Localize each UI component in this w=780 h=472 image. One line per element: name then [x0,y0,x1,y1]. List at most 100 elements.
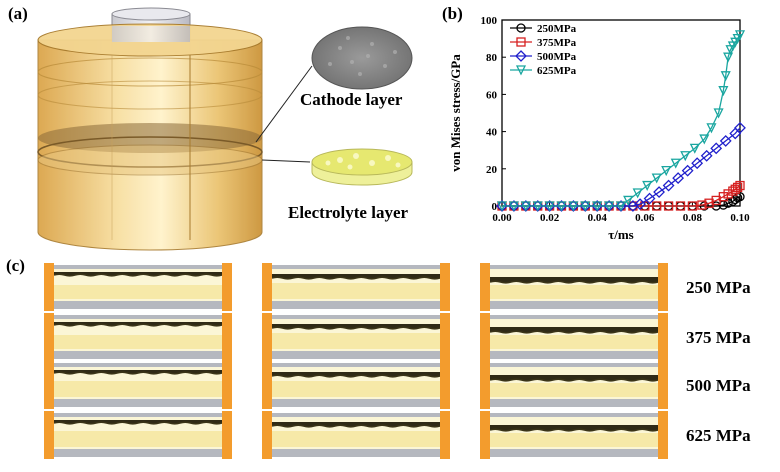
interface-boundary [53,421,223,425]
data-point [689,143,700,154]
top-current-collector [54,315,222,319]
y-tick-label: 40 [486,127,498,139]
compacted-electrolyte [490,383,658,397]
cathode-layer [490,375,658,380]
panel-a-illustration: (a) Cathode layer Electrolyte layer [8,4,413,251]
top-current-collector [272,413,440,417]
interface-boundary [489,280,659,284]
cell-schematic [262,313,450,361]
data-point [710,142,723,155]
y-tick-label: 0 [492,201,498,213]
right-mold-wall [658,263,668,311]
data-point [662,179,675,192]
cathode-layer [490,277,658,282]
legend-entry: 500MPa [537,51,577,63]
compacted-electrolyte [272,381,440,397]
x-axis-label: τ/ms [608,227,634,242]
panel-c-label: (c) [6,256,25,275]
bottom-current-collector [54,301,222,309]
interface-boundary [489,330,659,334]
data-point [699,201,709,211]
top-current-collector [272,315,440,319]
right-mold-wall [222,263,232,311]
data-point [723,198,733,208]
panel-a-label: (a) [8,4,28,23]
data-point [680,151,691,162]
data-point [704,198,714,208]
top-current-collector [54,363,222,367]
data-point [734,121,746,134]
right-mold-wall [222,313,232,361]
interface-boundary [271,326,441,330]
cell-schematic [480,361,668,409]
cell-schematic [44,411,232,459]
right-mold-wall [222,411,232,459]
x-tick-label: 0.10 [730,212,750,224]
legend-entry: 375MPa [537,37,577,49]
compacted-electrolyte [272,283,440,299]
bottom-current-collector [54,449,222,457]
pressure-label: 375 MPa [686,328,751,347]
top-current-collector [54,413,222,417]
data-point [520,201,531,212]
data-point [556,201,567,212]
pressure-label: 250 MPa [686,278,751,297]
interface-boundary [489,428,659,432]
interface-boundary [53,273,223,277]
right-mold-wall [440,263,450,311]
electrolyte-layer-label: Electrolyte layer [288,203,409,222]
bottom-current-collector [272,399,440,407]
data-point [711,201,721,211]
interface-boundary [53,323,223,327]
data-point [643,192,656,205]
top-current-collector [490,315,658,319]
left-mold-wall [262,313,272,361]
compacted-electrolyte [54,285,222,299]
data-point [661,166,672,177]
data-point [532,201,543,212]
cathode-layer [490,327,658,332]
right-mold-wall [658,313,668,361]
compacted-electrolyte [272,333,440,349]
left-mold-wall [44,313,54,361]
cell-schematic [480,411,668,459]
y-tick-label: 80 [486,52,498,64]
data-point [718,86,729,97]
cathode-layer [54,322,222,325]
data-point [681,164,694,177]
compacted-electrolyte [490,335,658,349]
data-point [634,198,646,211]
legend-entry: 625MPa [537,65,577,77]
left-mold-wall [480,263,490,311]
cathode-layer [272,422,440,426]
cell-schematic [262,263,450,311]
interface-boundary [271,276,441,280]
panel-b-label: (b) [442,4,463,23]
cathode-disk-in-mold [38,123,262,153]
left-mold-wall [480,361,490,409]
data-point [700,149,713,162]
data-point [544,201,555,212]
series-625MPa [496,30,746,212]
data-point [687,201,698,211]
left-mold-wall [44,263,54,311]
data-point [516,37,526,47]
top-current-collector [490,265,658,269]
y-tick-label: 100 [481,15,498,27]
cathode-layer [272,324,440,328]
data-point [675,201,686,211]
data-point [697,200,707,210]
data-point [568,201,579,212]
compacted-electrolyte [490,433,658,447]
panel-a: (a) Cathode layer Electrolyte layer [0,0,440,260]
right-mold-wall [222,361,232,409]
cathode-layer [54,420,222,423]
bottom-current-collector [490,449,658,457]
data-point [672,172,685,185]
data-point [592,201,603,212]
cathode-layer [272,274,440,278]
data-point [652,201,662,211]
data-point [496,201,508,212]
